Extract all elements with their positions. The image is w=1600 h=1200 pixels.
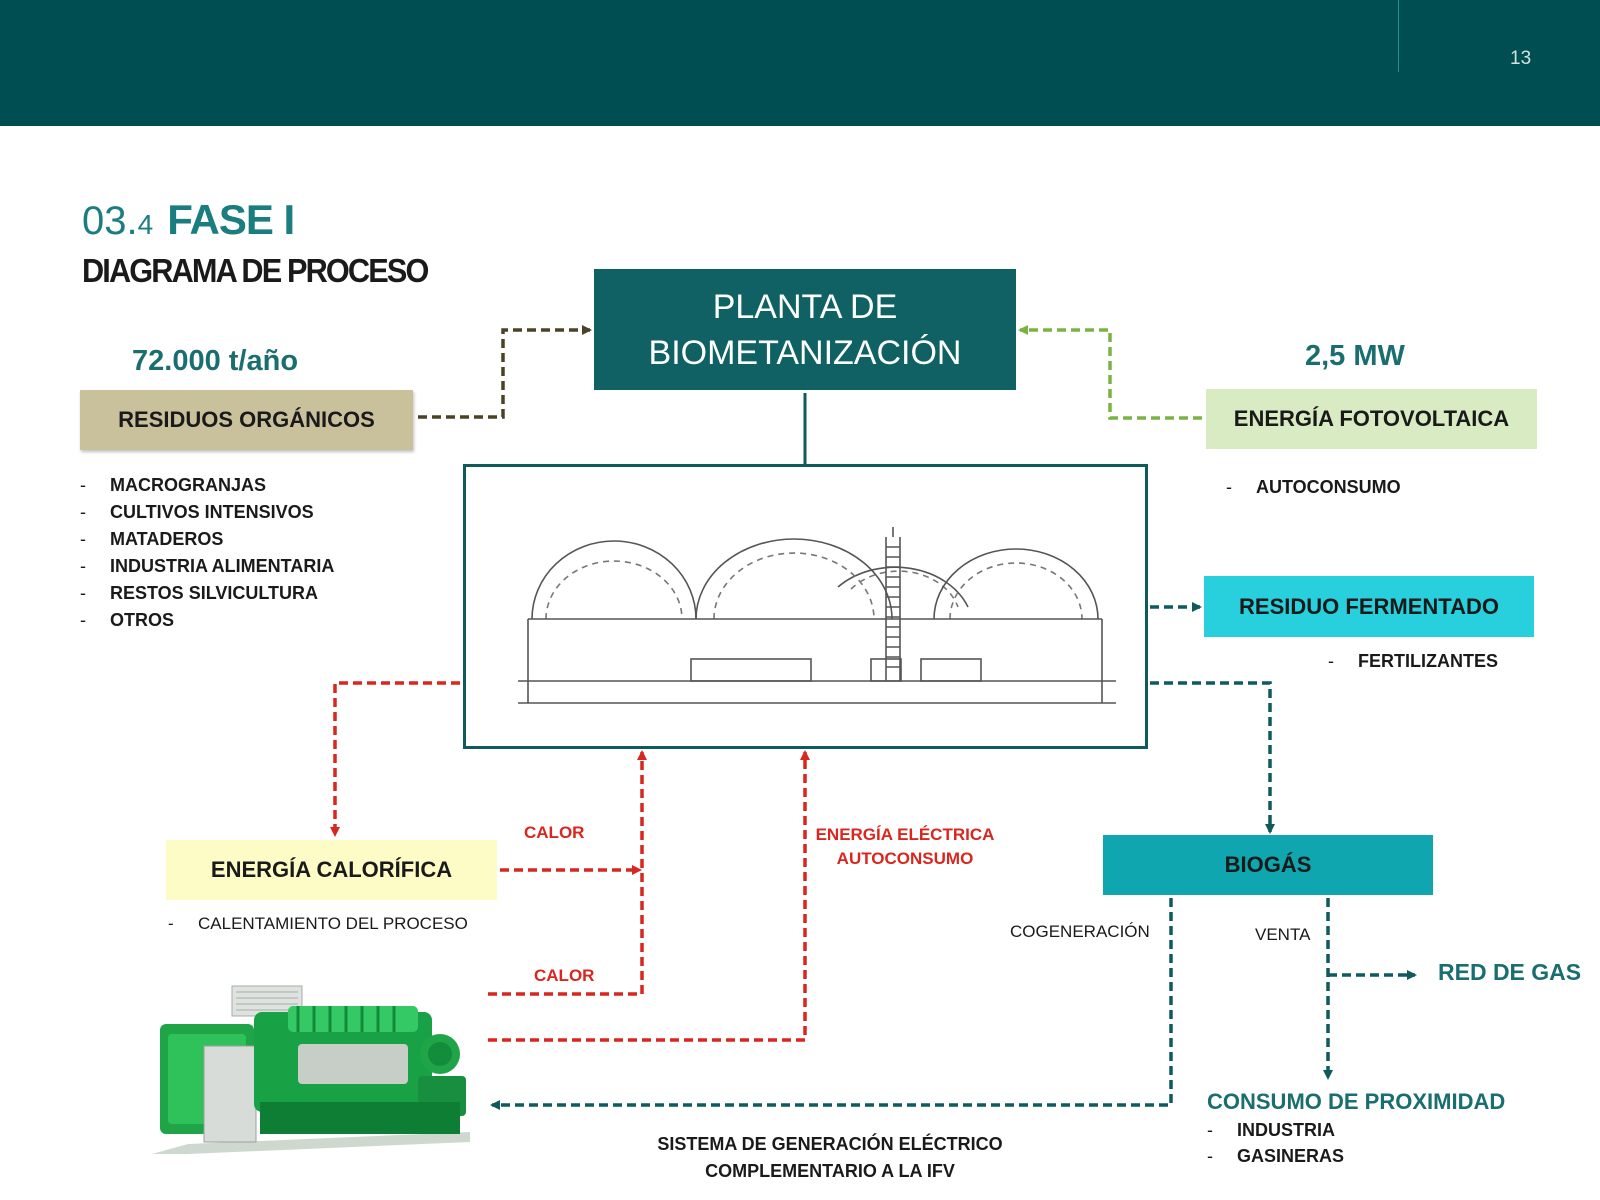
list-item: RESTOS SILVICULTURA — [80, 580, 334, 607]
list-item: MACROGRANJAS — [80, 472, 334, 499]
list-item: FERTILIZANTES — [1328, 648, 1498, 675]
biogas-plant-illustration-icon — [518, 527, 1116, 704]
fermented-residue-box: RESIDUO FERMENTADO — [1204, 576, 1534, 637]
fermented-uses-list: FERTILIZANTES — [1328, 648, 1498, 675]
section-phase: FASE I — [167, 196, 295, 243]
list-item: AUTOCONSUMO — [1226, 474, 1401, 501]
plant-illustration-frame — [463, 464, 1148, 749]
generation-system-caption: SISTEMA DE GENERACIÓN ELÉCTRICO COMPLEME… — [630, 1131, 1030, 1185]
generator-heat-flow-label: CALOR — [534, 966, 595, 985]
biomethanation-plant-box: PLANTA DE BIOMETANIZACIÓN — [594, 269, 1016, 390]
header-bar — [0, 0, 1600, 126]
generator-icon — [152, 985, 470, 1154]
arrow-organic-to-plant — [418, 325, 592, 419]
heat-flow-label: CALOR — [524, 823, 585, 842]
list-item: OTROS — [80, 607, 334, 634]
electric-label-line1: ENERGÍA ELÉCTRICA — [815, 825, 995, 844]
system-caption-line1: SISTEMA DE GENERACIÓN ELÉCTRICO — [657, 1134, 1003, 1154]
organic-sources-list: MACROGRANJAS CULTIVOS INTENSIVOS MATADER… — [80, 472, 334, 634]
plant-title-line1: PLANTA DE — [712, 287, 898, 326]
cogeneration-label: COGENERACIÓN — [1010, 922, 1150, 941]
biogas-box: BIOGÁS — [1103, 835, 1433, 895]
sale-label: VENTA — [1255, 925, 1311, 944]
arrow-generator-electric-to-plant — [488, 750, 810, 1042]
pv-power: 2,5 MW — [1305, 340, 1405, 372]
electric-flow-label: ENERGÍA ELÉCTRICA AUTOCONSUMO — [800, 823, 1010, 871]
section-title: DIAGRAMA DE PROCESO — [82, 252, 429, 289]
proximity-consumption-title: CONSUMO DE PROXIMIDAD — [1207, 1089, 1506, 1114]
heat-uses-list: CALENTAMIENTO DEL PROCESO — [168, 910, 468, 937]
section-subnumber: 4 — [137, 209, 154, 240]
organic-quantity: 72.000 t/año — [132, 345, 299, 377]
plant-title-line2: BIOMETANIZACIÓN — [648, 333, 962, 372]
heat-energy-box: ENERGÍA CALORÍFICA — [166, 840, 497, 900]
list-item: INDUSTRIA ALIMENTARIA — [80, 553, 334, 580]
section-number: 03. — [82, 199, 138, 243]
list-item: INDUSTRIA — [1207, 1117, 1344, 1143]
list-item: GASINERAS — [1207, 1143, 1344, 1169]
arrow-biogas-to-generator — [490, 898, 1173, 1110]
arrow-generator-heat-to-plant — [488, 750, 647, 996]
gas-network-label: RED DE GAS — [1438, 959, 1582, 985]
proximity-consumption-list: INDUSTRIA GASINERAS — [1207, 1117, 1344, 1169]
organic-waste-box: RESIDUOS ORGÁNICOS — [80, 390, 413, 450]
page-number: 13 — [1510, 48, 1532, 69]
arrow-pv-to-plant — [1018, 325, 1202, 420]
electric-label-line2: AUTOCONSUMO — [836, 849, 974, 868]
arrow-frame-to-biogas — [1150, 681, 1275, 834]
list-item: CALENTAMIENTO DEL PROCESO — [168, 910, 468, 937]
photovoltaic-box: ENERGÍA FOTOVOLTAICA — [1206, 389, 1537, 449]
system-caption-line2: COMPLEMENTARIO A LA IFV — [705, 1161, 955, 1181]
section-heading: 03.4 FASE I — [82, 196, 295, 249]
arrow-frame-to-heat — [330, 681, 460, 837]
list-item: MATADEROS — [80, 526, 334, 553]
header-divider — [1398, 0, 1399, 72]
pv-uses-list: AUTOCONSUMO — [1226, 474, 1401, 501]
list-item: CULTIVOS INTENSIVOS — [80, 499, 334, 526]
